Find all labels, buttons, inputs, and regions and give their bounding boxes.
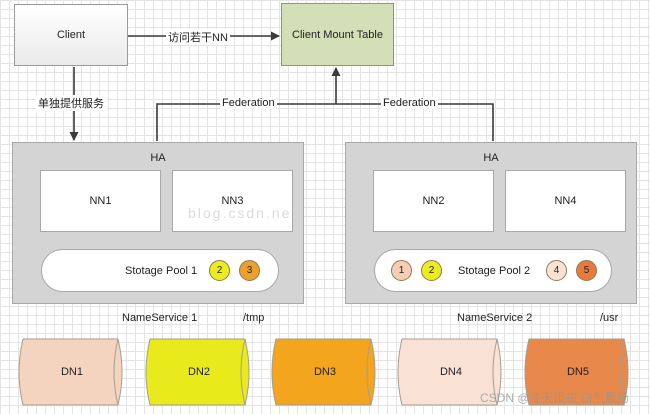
disk-1: 1	[391, 260, 412, 281]
ha-label: HA	[150, 152, 166, 164]
disk-3: 3	[239, 260, 260, 281]
namenode-nn1: NN1	[40, 170, 161, 232]
nameservice-1-caption: NameService 1	[122, 312, 198, 324]
namenode-label: NN1	[89, 195, 112, 207]
storage-pool-label: Stotage Pool 1	[125, 265, 198, 277]
disk-number: 5	[583, 265, 590, 276]
disk-5: 5	[576, 260, 597, 281]
ha-label: HA	[483, 152, 499, 164]
disk-number: 2	[428, 265, 435, 276]
federation-connector	[156, 103, 494, 141]
namenode-nn4: NN4	[505, 170, 626, 232]
disk-2: 2	[209, 260, 230, 281]
nameservice-1-mount-path: /tmp	[243, 312, 265, 324]
storage-pool-label: Stotage Pool 2	[458, 265, 531, 277]
disk-2: 2	[421, 260, 442, 281]
nameservice-2-caption: NameService 2	[457, 312, 533, 324]
datanode-cylinder-shape	[397, 338, 502, 406]
cylinder-end	[113, 338, 119, 406]
nameservice-2-panel: HA NN2 NN4 1 2 Stotage Pool 2 4 5	[345, 142, 637, 304]
namenode-nn2: NN2	[373, 170, 494, 232]
client-service-label: 单独提供服务	[36, 95, 106, 111]
datanode-label: DN1	[60, 366, 83, 378]
datanode-cylinder-shape	[18, 338, 123, 406]
datanode-label: DN3	[313, 366, 336, 378]
cylinder-end	[240, 338, 246, 406]
disk-4: 4	[546, 260, 567, 281]
namenode-label: NN3	[221, 195, 244, 207]
datanode-label: DN4	[439, 366, 462, 378]
watermark-center: blog.csdn.ne	[188, 205, 292, 221]
nameservice-1-panel: HA NN1 NN3 Stotage Pool 1 2 3	[12, 142, 304, 304]
datanode-dn3: DN3	[268, 338, 382, 406]
disk-number: 3	[246, 265, 253, 276]
datanode-dn2: DN2	[142, 338, 256, 406]
client-to-mount-label: 访问若干NN	[166, 29, 230, 45]
datanode-dn4: DN4	[394, 338, 508, 406]
datanode-cylinder-shape	[271, 338, 376, 406]
datanode-dn1: DN1	[15, 338, 129, 406]
datanode-label: DN5	[566, 366, 589, 378]
disk-number: 2	[216, 265, 223, 276]
client-box: Client	[14, 4, 128, 66]
datanode-dn5: DN5	[521, 338, 635, 406]
datanode-cylinder-shape	[524, 338, 629, 406]
cylinder-end	[492, 338, 498, 406]
disk-number: 4	[553, 265, 560, 276]
client-label: Client	[56, 29, 86, 41]
namenode-label: NN2	[422, 195, 445, 207]
federation-label-left: Federation	[220, 97, 277, 109]
storage-pool-1: Stotage Pool 1 2 3	[41, 249, 279, 292]
datanode-label: DN2	[187, 366, 210, 378]
client-mount-table-box: Client Mount Table	[281, 3, 394, 66]
disk-number: 1	[398, 265, 405, 276]
namenode-nn3: NN3	[172, 170, 293, 232]
watermark-corner: CSDN @冬天雨夜 白气飘扬	[480, 391, 629, 405]
datanode-cylinder-shape	[145, 338, 250, 406]
cylinder-end	[366, 338, 372, 406]
nameservice-2-mount-path: /usr	[600, 312, 619, 324]
mount-table-label: Client Mount Table	[292, 28, 383, 41]
namenode-label: NN4	[554, 195, 577, 207]
cylinder-end	[619, 338, 625, 406]
storage-pool-2: 1 2 Stotage Pool 2 4 5	[374, 249, 612, 292]
federation-label-right: Federation	[381, 97, 438, 109]
